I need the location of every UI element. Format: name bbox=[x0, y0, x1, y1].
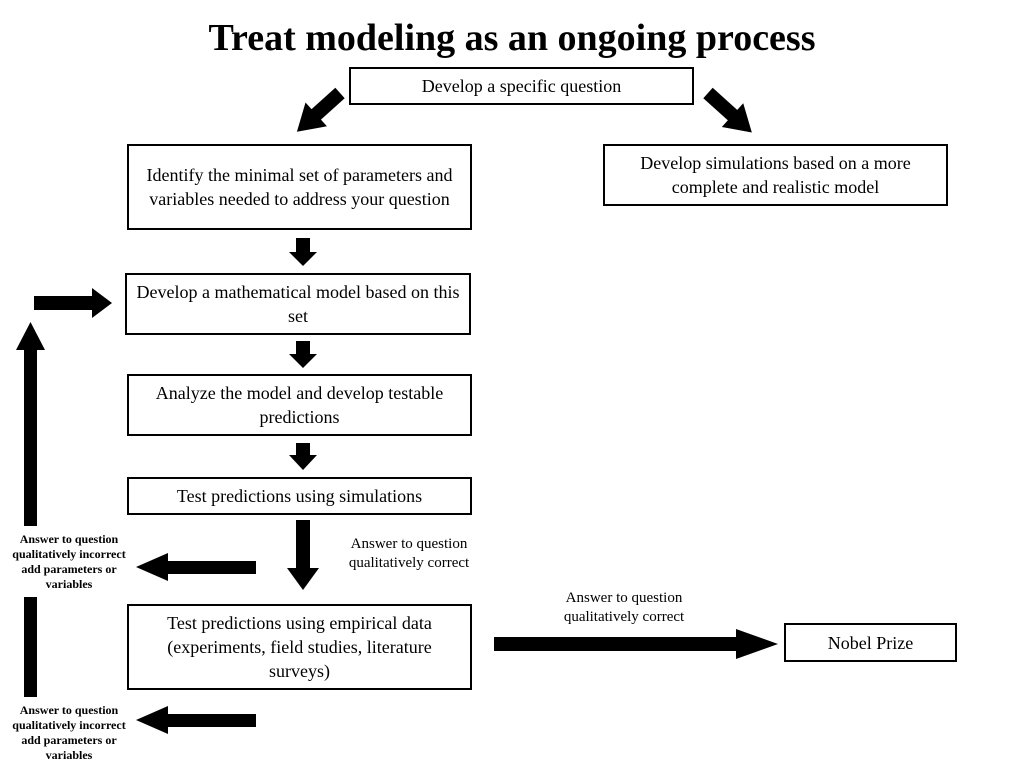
box-math-model: Develop a mathematical model based on th… bbox=[125, 273, 471, 335]
diagram-title: Treat modeling as an ongoing process bbox=[208, 17, 816, 59]
arrow-feedback-from-empirical bbox=[136, 706, 256, 734]
arrow-math-to-analyze bbox=[289, 341, 317, 368]
arrow-question-to-simulations bbox=[703, 87, 752, 133]
arrow-analyze-to-test-sim bbox=[289, 443, 317, 470]
note-incorrect-empirical: Answer to question qualitatively incorre… bbox=[12, 703, 126, 762]
arrow-feedback-from-simulations bbox=[136, 553, 256, 581]
note-incorrect-simulations: Answer to question qualitatively incorre… bbox=[12, 532, 126, 591]
note-correct-simulations: Answer to question qualitatively correct bbox=[348, 536, 470, 571]
note-correct-empirical: Answer to question qualitatively correct bbox=[563, 590, 685, 625]
box-nobel-prize: Nobel Prize bbox=[784, 623, 957, 662]
feedback-loop-up-arrow bbox=[16, 322, 45, 526]
arrow-test-sim-to-empirical bbox=[287, 520, 319, 590]
box-specific-question: Develop a specific question bbox=[349, 67, 694, 105]
box-test-simulations: Test predictions using simulations bbox=[127, 477, 472, 515]
arrow-empirical-to-nobel bbox=[494, 629, 778, 659]
box-test-empirical: Test predictions using empirical data (e… bbox=[127, 604, 472, 690]
arrow-question-to-minimal-set bbox=[296, 87, 345, 132]
arrow-minimal-to-math bbox=[289, 238, 317, 266]
box-minimal-set: Identify the minimal set of parameters a… bbox=[127, 144, 472, 230]
arrow-loop-to-math-model bbox=[34, 288, 112, 318]
feedback-loop-lower-segment bbox=[24, 597, 37, 697]
box-analyze-model: Analyze the model and develop testable p… bbox=[127, 374, 472, 436]
box-simulations-model: Develop simulations based on a more comp… bbox=[603, 144, 948, 206]
